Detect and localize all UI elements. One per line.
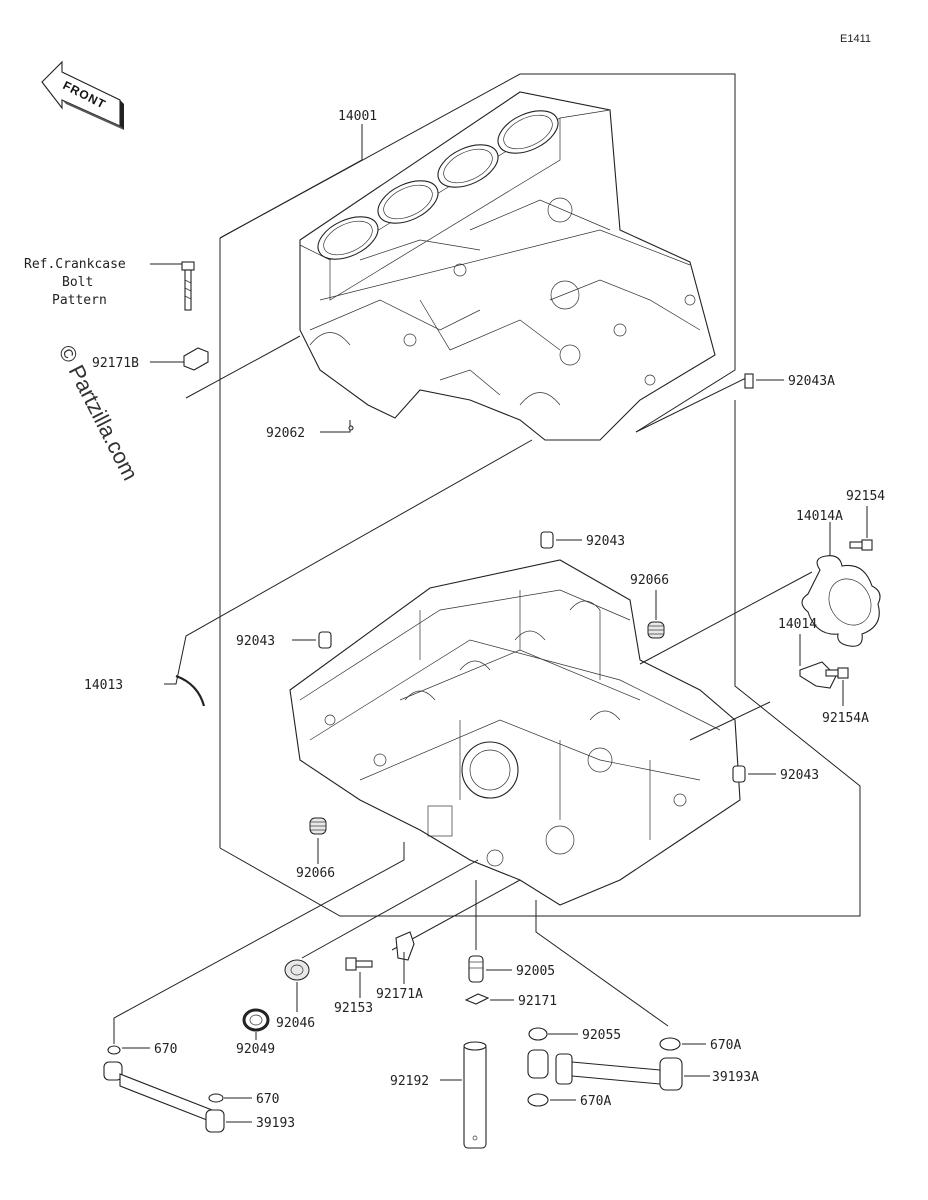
label-92062: 92062: [266, 426, 305, 441]
label-92043-top: 92043: [586, 534, 625, 549]
dowel-pin-92043A-illustration: [744, 373, 754, 389]
label-39193A: 39193A: [712, 1070, 759, 1085]
label-92049: 92049: [236, 1042, 275, 1057]
label-92066-bottom: 92066: [296, 866, 335, 881]
upper-crankcase-illustration: [185, 73, 736, 848]
dowel-pin-92043-left-illustration: [318, 631, 332, 649]
dowel-pin-92043-right-illustration: [732, 765, 746, 783]
label-92005: 92005: [516, 964, 555, 979]
bolt-92153-illustration: [345, 957, 373, 971]
diagram-code: E1411: [840, 33, 871, 45]
clamp-92171A-illustration: [395, 931, 415, 961]
pipe-39193A-illustration: [527, 1049, 683, 1091]
reference-note-line-2: Bolt: [62, 275, 93, 290]
reference-note-line-1: Ref.Crankcase: [24, 257, 126, 272]
label-92153: 92153: [334, 1001, 373, 1016]
o-ring-670A-top-illustration: [659, 1037, 681, 1051]
label-92171: 92171: [518, 994, 557, 1009]
label-92043-right: 92043: [780, 768, 819, 783]
dowel-pin-92043-top-illustration: [540, 531, 554, 549]
o-ring-670A-bottom-illustration: [527, 1093, 549, 1107]
oil-jet-92066-top-illustration: [647, 621, 665, 639]
bracket-14014-illustration: [799, 661, 837, 689]
label-92046: 92046: [276, 1016, 315, 1031]
reference-note-line-3: Pattern: [52, 293, 107, 308]
label-14013: 14013: [84, 678, 123, 693]
reference-bolt-illustration: [181, 261, 209, 371]
cover-14014A-illustration: [801, 555, 881, 647]
label-670A-bottom: 670A: [580, 1094, 611, 1109]
label-670A-top: 670A: [710, 1038, 741, 1053]
label-92055: 92055: [582, 1028, 621, 1043]
bolt-92154A-illustration: [825, 667, 849, 679]
pipe-39193-illustration: [103, 1061, 225, 1133]
label-92171A: 92171A: [376, 987, 423, 1002]
label-92066-top: 92066: [630, 573, 669, 588]
label-670-mid: 670: [256, 1092, 279, 1107]
bearing-92046-illustration: [284, 959, 310, 981]
label-92154: 92154: [846, 489, 885, 504]
bolt-92154-illustration: [849, 539, 873, 551]
o-ring-670-left-illustration: [107, 1045, 121, 1055]
label-670-left: 670: [154, 1042, 177, 1057]
label-92192: 92192: [390, 1074, 429, 1089]
label-14001: 14001: [338, 109, 377, 124]
reference-note: Ref.Crankcase Bolt Pattern: [24, 257, 126, 308]
oil-jet-92066-bottom-illustration: [309, 817, 327, 835]
o-ring-92055-illustration: [528, 1027, 548, 1041]
bearing-shell-14013-illustration: [175, 674, 206, 707]
o-ring-670-mid-illustration: [208, 1093, 224, 1103]
label-14014: 14014: [778, 617, 817, 632]
label-92043-left: 92043: [236, 634, 275, 649]
fitting-92005-illustration: [468, 955, 484, 983]
pipe-92192-illustration: [463, 1041, 487, 1149]
label-92154A: 92154A: [822, 711, 869, 726]
oil-seal-92049-illustration: [242, 1008, 270, 1032]
front-arrow-icon: FRONT: [41, 60, 124, 130]
lower-crankcase-illustration: [219, 400, 861, 917]
label-92171B: 92171B: [92, 356, 139, 371]
label-39193: 39193: [256, 1116, 295, 1131]
label-14014A: 14014A: [796, 509, 843, 524]
label-92043A: 92043A: [788, 374, 835, 389]
clamp-92171-illustration: [464, 993, 490, 1005]
